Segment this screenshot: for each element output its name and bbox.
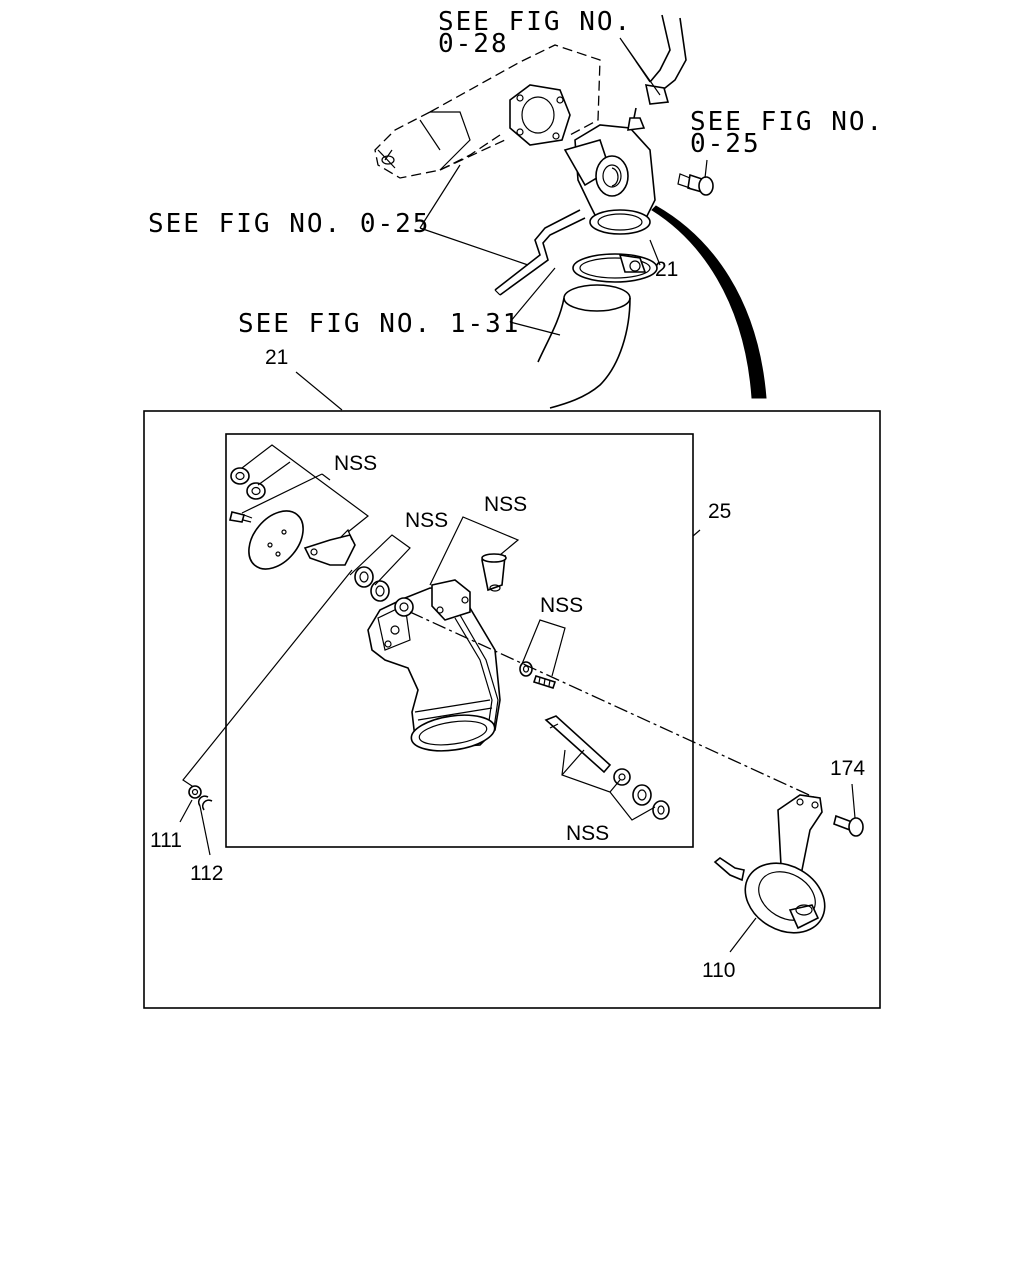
callout-nss-3: NSS bbox=[484, 493, 527, 516]
upper-rod bbox=[494, 209, 586, 296]
callout-nss-5: NSS bbox=[566, 822, 609, 845]
callout-nss-2: NSS bbox=[405, 509, 448, 532]
callout-25: 25 bbox=[708, 500, 731, 523]
callout-nss-4: NSS bbox=[540, 594, 583, 617]
ref-fig-025-left: SEE FIG NO. 0-25 bbox=[148, 209, 430, 239]
lever-arm bbox=[303, 528, 356, 566]
upper-assembly bbox=[295, 14, 767, 411]
vacuum-line bbox=[651, 205, 767, 399]
callout-112: 112 bbox=[190, 862, 223, 885]
callout-nss-1: NSS bbox=[334, 452, 377, 475]
clip-parts bbox=[188, 785, 213, 811]
upper-elbow-housing bbox=[563, 107, 656, 235]
exhaust-manifold bbox=[374, 44, 601, 179]
ref-fig-131: SEE FIG NO. 1-31 bbox=[238, 309, 520, 339]
bolt-174 bbox=[833, 814, 864, 837]
hose-clamp bbox=[572, 253, 658, 283]
bushings-lower bbox=[613, 768, 670, 820]
ref-fig-025-right-line2: 0-25 bbox=[690, 129, 761, 159]
outer-frame bbox=[143, 410, 881, 1009]
upper-hose bbox=[644, 14, 687, 105]
valve-housing bbox=[367, 579, 501, 752]
ref-fig-028-line2: 0-28 bbox=[438, 29, 509, 59]
valve-plate bbox=[248, 510, 304, 570]
lower-hose bbox=[537, 284, 631, 409]
ref-fig-025-right-line1: SEE FIG NO. bbox=[690, 107, 884, 137]
callout-21-top: 21 bbox=[655, 258, 678, 281]
washer-set-left bbox=[229, 467, 266, 523]
upper-bolt bbox=[677, 173, 714, 196]
bushings-upper bbox=[354, 566, 390, 602]
ref-fig-028-line1: SEE FIG NO. bbox=[438, 7, 632, 37]
callout-21-left: 21 bbox=[265, 346, 288, 369]
inner-assembly bbox=[182, 444, 821, 821]
stud-top bbox=[481, 553, 507, 592]
nut-stud-mid bbox=[519, 661, 557, 689]
callout-111: 111 bbox=[150, 829, 182, 852]
inner-frame bbox=[225, 433, 694, 848]
valve-shaft bbox=[544, 715, 612, 774]
vacuum-actuator bbox=[713, 794, 826, 934]
callout-174: 174 bbox=[830, 757, 865, 780]
callout-110: 110 bbox=[702, 959, 735, 982]
